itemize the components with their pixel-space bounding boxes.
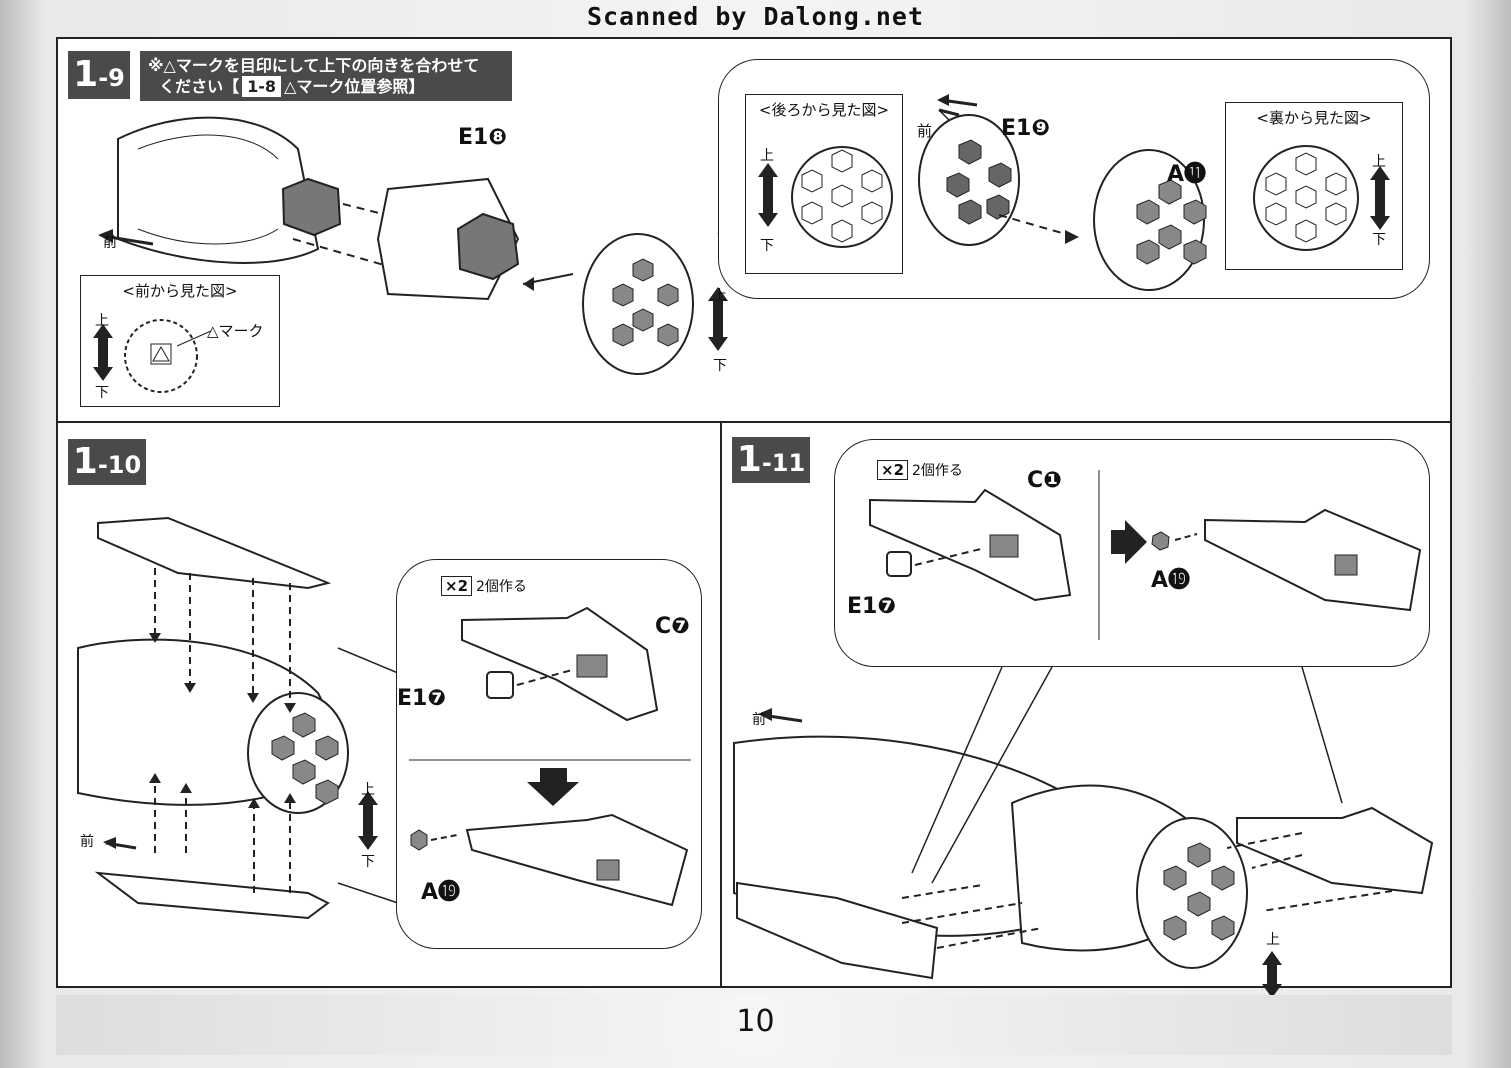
down-label: 下 (361, 854, 375, 870)
callout-bubble: <後ろから見た図> 上 (718, 59, 1430, 299)
front-view-down: 下 (95, 385, 109, 401)
step-sub: -9 (98, 64, 125, 92)
part-label-a-19: A⓳ (1151, 568, 1191, 593)
step-1-11-panel: 1-11 ×2 2個作る C❶ E1❼ A⓳ (722, 423, 1450, 1018)
note-line1: ※△マークを目印にして上下の向きを合わせて (148, 56, 480, 75)
part-label-e1-7: E1❼ (847, 594, 896, 619)
x2-chip: ×2 (441, 576, 473, 596)
step-1-10-panel: 1-10 (58, 423, 722, 986)
front-view-up: 上 (95, 313, 109, 329)
fin-subassembly-callout: ×2 2個作る C❶ E1❼ A⓳ (834, 439, 1430, 667)
step-sub: -11 (761, 449, 806, 477)
front-direction-label: 前 (752, 712, 766, 728)
fin-parts-drawing (409, 606, 691, 907)
rear-view-up: 上 (760, 148, 774, 164)
rear-view-down: 下 (760, 238, 774, 254)
part-label-c-7: C❼ (655, 614, 690, 639)
note-text-a: ください【 (159, 77, 240, 96)
step-sub: -10 (97, 451, 142, 479)
front-direction-label: 前 (80, 834, 94, 850)
step-1-9-badge: 1-9 (68, 51, 130, 99)
up-label: 上 (1266, 932, 1280, 948)
front-view-diagram (93, 319, 212, 393)
part-label-c-1: C❶ (1027, 468, 1062, 493)
back-view-box: <裏から見た図> 上 (1225, 102, 1403, 270)
callout-front-label: 前 (917, 122, 933, 140)
note-ref-chip: 1-8 (242, 76, 282, 97)
up-label: 上 (361, 782, 375, 798)
x2-chip: ×2 (877, 460, 909, 480)
step-number: 1 (736, 439, 762, 480)
step-1-9-panel: 1-9 ※△マークを目印にして上下の向きを合わせて ください【1-8△マーク位置… (58, 39, 1450, 423)
rear-view-diagram (758, 146, 893, 248)
down-label: 下 (713, 358, 727, 374)
part-label-e1-8: E1❽ (458, 125, 507, 150)
rear-view-title: <後ろから見た図> (758, 101, 890, 119)
note-line2: ください【1-8△マーク位置参照】 (148, 76, 504, 97)
back-view-title: <裏から見た図> (1256, 109, 1372, 127)
step-1-10-badge: 1-10 (68, 439, 146, 485)
back-view-diagram (1253, 145, 1390, 251)
rear-view-box: <後ろから見た図> 上 (745, 94, 903, 274)
x2-text: 2個作る (476, 579, 527, 595)
x2-text: 2個作る (912, 463, 963, 479)
part-label-e1-9: E1❾ (1001, 116, 1050, 141)
step-1-11-badge: 1-11 (732, 437, 810, 483)
footer-bar (56, 995, 1452, 1055)
fin-parts-drawing (869, 470, 1422, 640)
instruction-frame: 1-9 ※△マークを目印にして上下の向きを合わせて ください【1-8△マーク位置… (56, 37, 1452, 1018)
back-view-up: 上 (1372, 154, 1386, 170)
orientation-note: ※△マークを目印にして上下の向きを合わせて ください【1-8△マーク位置参照】 (140, 51, 512, 101)
front-direction-label: 前 (103, 235, 117, 251)
make-two-indicator: ×2 2個作る (441, 576, 527, 596)
step-number: 1 (73, 54, 99, 95)
part-label-a-11: A⓫ (1167, 162, 1207, 187)
hull-rear-drawing (98, 116, 769, 375)
booster-assembly-drawing (918, 94, 1207, 291)
scan-watermark: Scanned by Dalong.net (586, 2, 925, 31)
hull-fin-assembly-drawing (77, 516, 399, 920)
hull-side-assembly-drawing (733, 666, 1434, 998)
note-text-b: △マーク位置参照】 (284, 77, 425, 96)
page-number: 10 (736, 1004, 775, 1039)
back-view-down: 下 (1372, 232, 1386, 248)
mark-label: △マーク (207, 322, 264, 340)
up-label: 上 (713, 288, 727, 304)
make-two-indicator: ×2 2個作る (877, 460, 963, 480)
part-label-a-19: A⓳ (421, 880, 461, 905)
fin-subassembly-callout: ×2 2個作る C❼ E1❼ A⓳ (396, 559, 702, 949)
part-label-e1-7: E1❼ (397, 686, 446, 711)
step-number: 1 (72, 441, 98, 482)
front-view-title: <前から見た図> (122, 282, 238, 300)
front-view-box: <前から見た図> 上 下 △マーク (80, 275, 280, 407)
